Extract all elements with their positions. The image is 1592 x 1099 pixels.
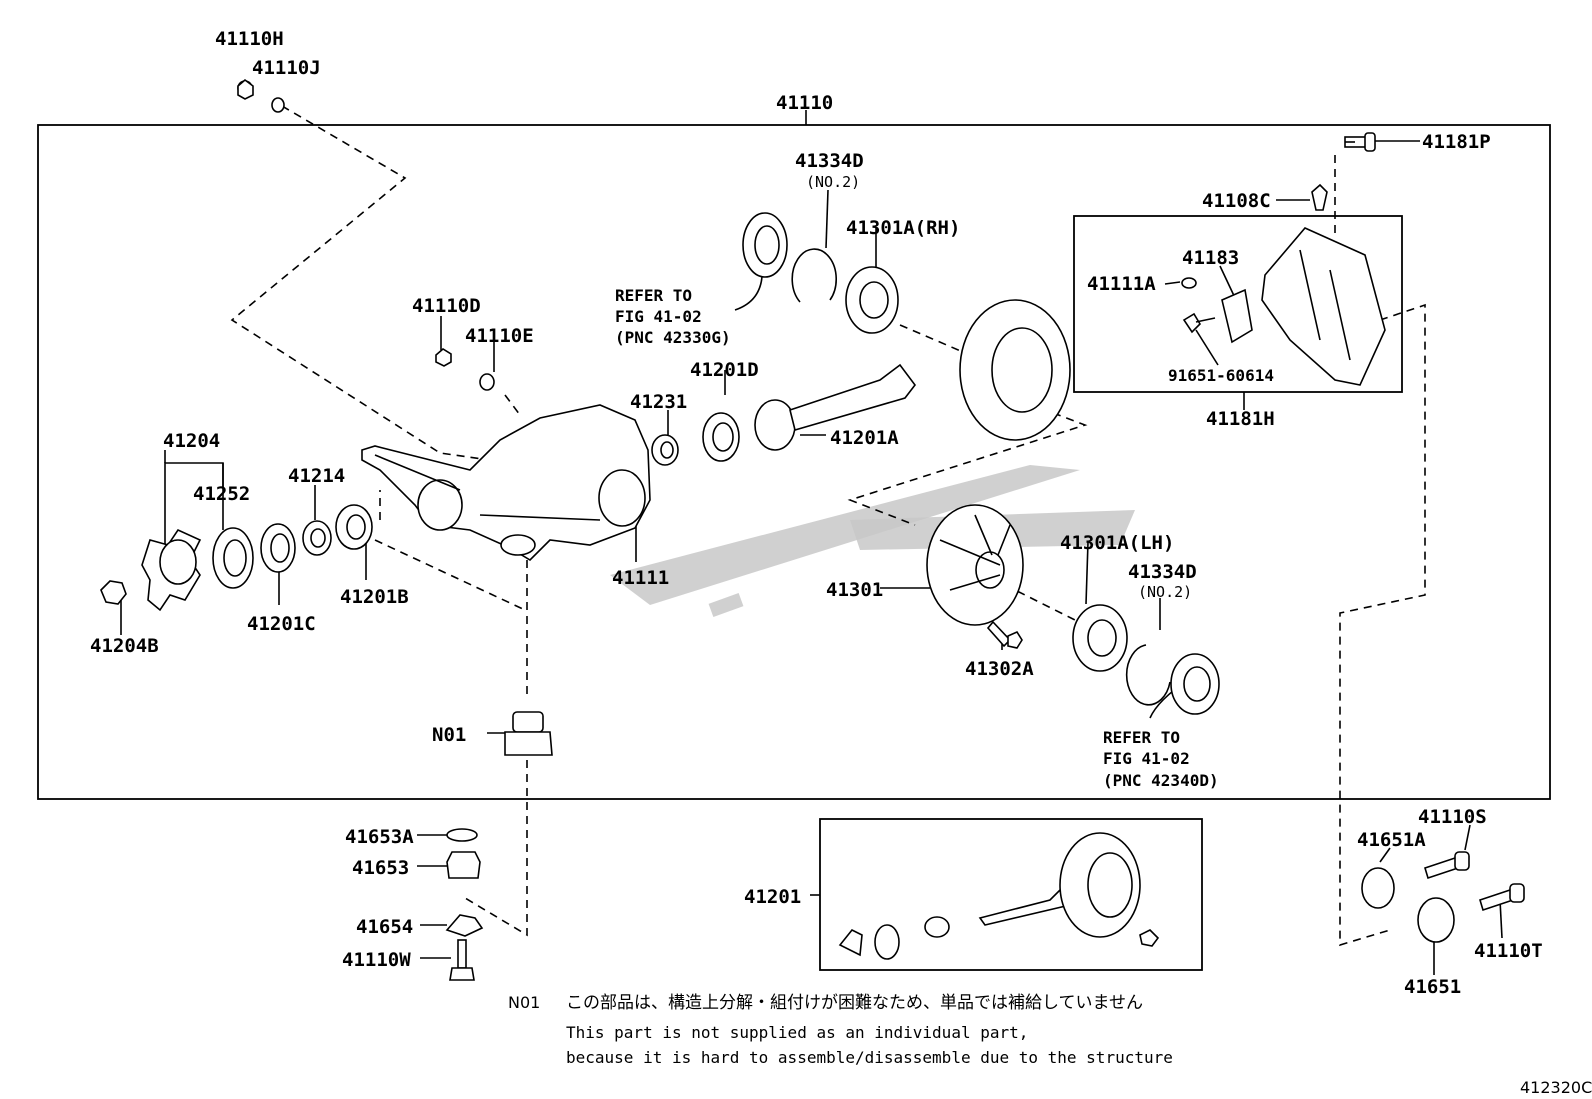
plug-41111A bbox=[1181, 277, 1197, 289]
bearing-41201C bbox=[260, 523, 296, 573]
pinion-41201A bbox=[754, 363, 917, 451]
footnote-N01: N01 この部品は、構造上分解・組付けが困難なため、単品では補給していません T… bbox=[508, 993, 1173, 1067]
label-41110D: 41110D bbox=[412, 295, 481, 317]
label-41111: 41111 bbox=[612, 567, 669, 589]
label-41252: 41252 bbox=[193, 483, 250, 505]
washer-41110J bbox=[271, 97, 285, 113]
label-41651: 41651 bbox=[1404, 976, 1461, 998]
label-41110S: 41110S bbox=[1418, 806, 1487, 828]
main-assembly-frame bbox=[37, 124, 1551, 800]
label-41201C: 41201C bbox=[247, 613, 316, 635]
differential-carrier-41111 bbox=[361, 404, 651, 562]
bolt-41302A bbox=[986, 620, 1023, 649]
spacer-41214 bbox=[302, 520, 332, 556]
cover-subassembly-frame bbox=[1073, 215, 1403, 393]
spacer-41201D bbox=[702, 412, 740, 462]
bolt-41110W bbox=[449, 939, 475, 981]
label-41334D-top: 41334D bbox=[795, 150, 864, 172]
label-41110E: 41110E bbox=[465, 325, 534, 347]
label-41301A-LH: 41301A(LH) bbox=[1060, 532, 1174, 554]
rear-cover-41181H bbox=[1261, 227, 1386, 386]
label-41653A: 41653A bbox=[345, 826, 414, 848]
cushion-41651A bbox=[1361, 867, 1395, 909]
label-41201D: 41201D bbox=[690, 359, 759, 381]
label-41111A: 41111A bbox=[1087, 273, 1156, 295]
label-41201B: 41201B bbox=[340, 586, 409, 608]
label-41231: 41231 bbox=[630, 391, 687, 413]
bolt-41181P bbox=[1344, 132, 1376, 152]
bolt-41110T bbox=[1479, 883, 1525, 912]
washer-41653A bbox=[446, 828, 478, 842]
part-drawings bbox=[100, 78, 1525, 981]
label-41301A-RH: 41301A(RH) bbox=[846, 217, 960, 239]
bolt-91651-60614 bbox=[1182, 312, 1216, 334]
oil-seal-41252 bbox=[212, 527, 254, 589]
label-41183: 41183 bbox=[1182, 247, 1239, 269]
label-41110H: 41110H bbox=[215, 28, 284, 50]
refer-note-top: REFER TO FIG 41-02 (PNC 42330G) bbox=[615, 286, 731, 347]
refer-top-line3: (PNC 42330G) bbox=[615, 328, 731, 347]
refer-bottom-line2: FIG 41-02 bbox=[1103, 749, 1190, 768]
footnote-japanese: この部品は、構造上分解・組付けが困難なため、単品では補給していません bbox=[566, 993, 1143, 1013]
label-91651-60614: 91651-60614 bbox=[1168, 366, 1274, 385]
label-41651A: 41651A bbox=[1357, 829, 1426, 851]
refer-top-line1: REFER TO bbox=[615, 286, 692, 305]
figure-id: 412320C bbox=[1520, 1078, 1592, 1097]
refer-note-bottom: REFER TO FIG 41-02 (PNC 42340D) bbox=[1103, 728, 1219, 790]
nut-41204B bbox=[100, 580, 127, 605]
nut-41110H bbox=[237, 78, 254, 100]
bearing-41301A-LH bbox=[1072, 604, 1128, 672]
bolt-41110S bbox=[1424, 851, 1470, 880]
washer-41110E bbox=[479, 373, 495, 391]
label-41110T: 41110T bbox=[1474, 940, 1543, 962]
label-41108C: 41108C bbox=[1202, 190, 1271, 212]
footnote-english-2: because it is hard to assemble/disassemb… bbox=[566, 1048, 1173, 1067]
footnote-code: N01 bbox=[508, 993, 540, 1012]
bearing-41301A-RH bbox=[845, 266, 899, 334]
label-41181H: 41181H bbox=[1206, 408, 1275, 430]
breather-41108C bbox=[1311, 183, 1328, 211]
label-N01: N01 bbox=[432, 724, 466, 746]
label-41334D-bottom: 41334D bbox=[1128, 561, 1197, 583]
ring-gear bbox=[959, 299, 1071, 441]
bracket-41183 bbox=[1221, 288, 1253, 344]
label-no2-top: (NO.2) bbox=[806, 173, 860, 191]
oil-seal-refer-bottom bbox=[1170, 653, 1220, 715]
label-41204: 41204 bbox=[163, 430, 220, 452]
bushing-N01 bbox=[504, 711, 553, 756]
snap-ring-41334D-bottom bbox=[1125, 644, 1171, 706]
label-41654: 41654 bbox=[356, 916, 413, 938]
washer-41231 bbox=[651, 434, 679, 466]
label-41201A: 41201A bbox=[830, 427, 899, 449]
nut-41110D bbox=[435, 348, 452, 367]
cushion-41653 bbox=[446, 851, 481, 879]
oil-seal-refer-top bbox=[742, 212, 788, 278]
stopper-41654 bbox=[445, 914, 484, 937]
label-41302A: 41302A bbox=[965, 658, 1034, 680]
bearing-41201B bbox=[335, 504, 373, 550]
refer-bottom-line3: (PNC 42340D) bbox=[1103, 771, 1219, 790]
label-41181P: 41181P bbox=[1422, 131, 1491, 153]
label-41301: 41301 bbox=[826, 579, 883, 601]
label-41201: 41201 bbox=[744, 886, 801, 908]
label-41214: 41214 bbox=[288, 465, 345, 487]
part-labels: 41110 41110H 41110J 41110D 41110E 41334D… bbox=[90, 28, 1543, 998]
differential-case-41301 bbox=[926, 504, 1024, 626]
companion-flange-41204 bbox=[141, 528, 202, 612]
label-41110: 41110 bbox=[776, 92, 833, 114]
refer-top-line2: FIG 41-02 bbox=[615, 307, 702, 326]
cushion-41651 bbox=[1417, 897, 1455, 943]
label-41110W: 41110W bbox=[342, 949, 411, 971]
footnote-english-1: This part is not supplied as an individu… bbox=[566, 1023, 1028, 1042]
gear-kit-contents bbox=[838, 832, 1160, 960]
label-no2-bottom: (NO.2) bbox=[1138, 583, 1192, 601]
label-41204B: 41204B bbox=[90, 635, 159, 657]
label-41110J: 41110J bbox=[252, 57, 321, 79]
label-41653: 41653 bbox=[352, 857, 409, 879]
leader-lines bbox=[120, 105, 1503, 975]
refer-bottom-line1: REFER TO bbox=[1103, 728, 1180, 747]
snap-ring-41334D-top bbox=[791, 248, 838, 303]
